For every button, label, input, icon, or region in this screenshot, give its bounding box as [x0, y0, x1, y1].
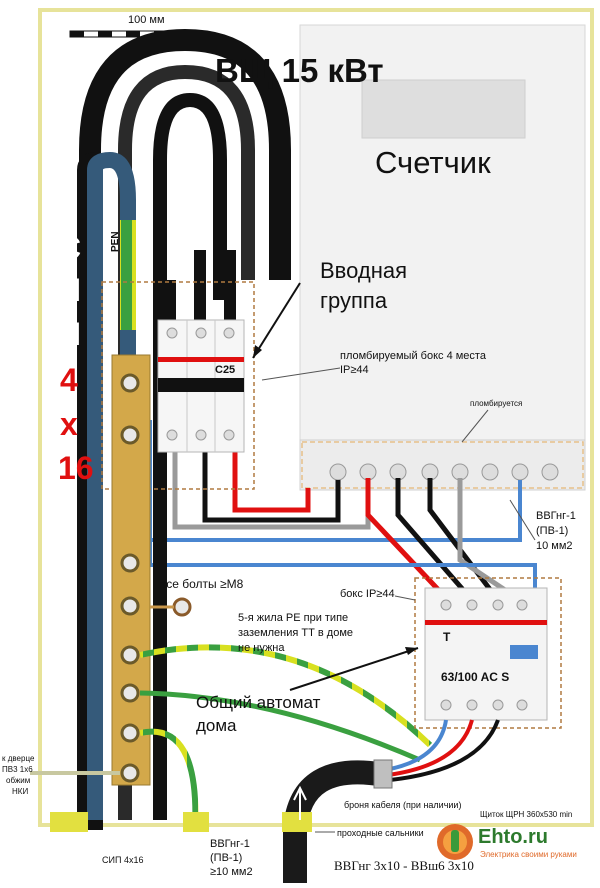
logo-subtitle: Электрика своими руками — [480, 850, 577, 859]
pe-note-3: не нужна — [238, 642, 285, 654]
cable-clamp — [373, 759, 393, 789]
sip-letter-1: С — [58, 230, 82, 266]
door-note-1: к дверце — [2, 754, 35, 763]
pointer-box-ip — [394, 595, 416, 601]
sealed-label: пломбируется — [470, 399, 523, 408]
input-group-box — [101, 281, 255, 490]
panel-label: Щиток ЩРН 360х530 min — [480, 810, 573, 819]
cable-bottom-label: ВВГнг 3х10 - ВВш6 3х10 — [334, 858, 474, 873]
pointer-main-breaker — [289, 647, 419, 691]
vvg-bottom-label-2: (ПВ-1) — [210, 852, 243, 864]
main-breaker-box — [414, 577, 562, 729]
input-breaker — [157, 319, 245, 453]
pen-sleeve — [120, 220, 136, 330]
sip-number-1: 4 — [60, 362, 78, 398]
pointer-vvg-right — [509, 499, 536, 541]
sealed-box-label-1: пломбируемый бокс 4 места — [340, 350, 486, 362]
pen-cable — [87, 151, 136, 820]
sealed-box-label-2: IP≥44 — [340, 364, 369, 376]
vvg-bottom-label-3: ≥10 мм2 — [210, 866, 253, 878]
pe-note-2: заземления ТТ в доме — [238, 627, 354, 639]
box-ip-label: бокс IP≥44 — [340, 588, 395, 600]
logo-mark — [437, 824, 473, 860]
gland-middle — [183, 812, 209, 832]
gland-left — [50, 812, 88, 832]
main-breaker — [424, 587, 548, 721]
sip-letter-2: И — [58, 272, 81, 308]
enclosure-frame — [38, 8, 594, 827]
door-note-3: обжим — [6, 776, 31, 785]
up-arrow — [61, 155, 75, 195]
sip-bottom-label: СИП 4х16 — [102, 855, 144, 865]
meter-label: Счетчик — [375, 145, 491, 180]
meter-terminal-block — [299, 439, 586, 491]
busbar-bolts — [120, 373, 140, 783]
main-breaker-type: T — [443, 630, 451, 644]
main-breaker-rating: 63/100 AC S — [441, 670, 510, 684]
door-note-4: НКИ — [12, 787, 29, 796]
armor-label: броня кабеля (при наличии) — [344, 800, 462, 810]
breaker-rating-label: C25 — [215, 364, 236, 376]
gland-right — [282, 812, 312, 832]
meter-display — [361, 79, 526, 139]
common-breaker-label-2: дома — [196, 716, 237, 735]
vvg-bottom-label-1: ВВГнг-1 — [210, 838, 250, 850]
page-title: ВЩ 15 кВт — [215, 52, 384, 89]
pointer-sealed — [461, 409, 489, 443]
pen-label: PEN — [110, 231, 121, 252]
vvg-right-label-1: ВВГнг-1 — [536, 510, 576, 522]
sip-number-2: х — [60, 406, 78, 442]
common-breaker-label-1: Общий автомат — [196, 693, 321, 712]
sip-number-3: 16 — [58, 450, 94, 486]
vvg-right-label-3: 10 мм2 — [536, 540, 573, 552]
bolts-label: все болты ≥М8 — [160, 577, 244, 591]
pe-note-1: 5-я жила PE при типе — [238, 612, 349, 624]
sip-letter-3: П — [58, 316, 81, 352]
input-group-label-2: группа — [320, 288, 388, 313]
door-note-2: ПВ3 1х6 — [2, 765, 33, 774]
input-group-label-1: Вводная — [320, 258, 408, 283]
glands-label: проходные сальники — [337, 828, 424, 838]
pointer-input-group — [252, 282, 301, 359]
logo-text: Ehto.ru — [478, 826, 548, 848]
vvg-right-label-2: (ПВ-1) — [536, 525, 569, 537]
white-arrow — [293, 785, 307, 820]
side-bolt — [172, 597, 192, 617]
pointer-sealed-box — [261, 367, 341, 381]
scale-label: 100 мм — [128, 14, 165, 26]
